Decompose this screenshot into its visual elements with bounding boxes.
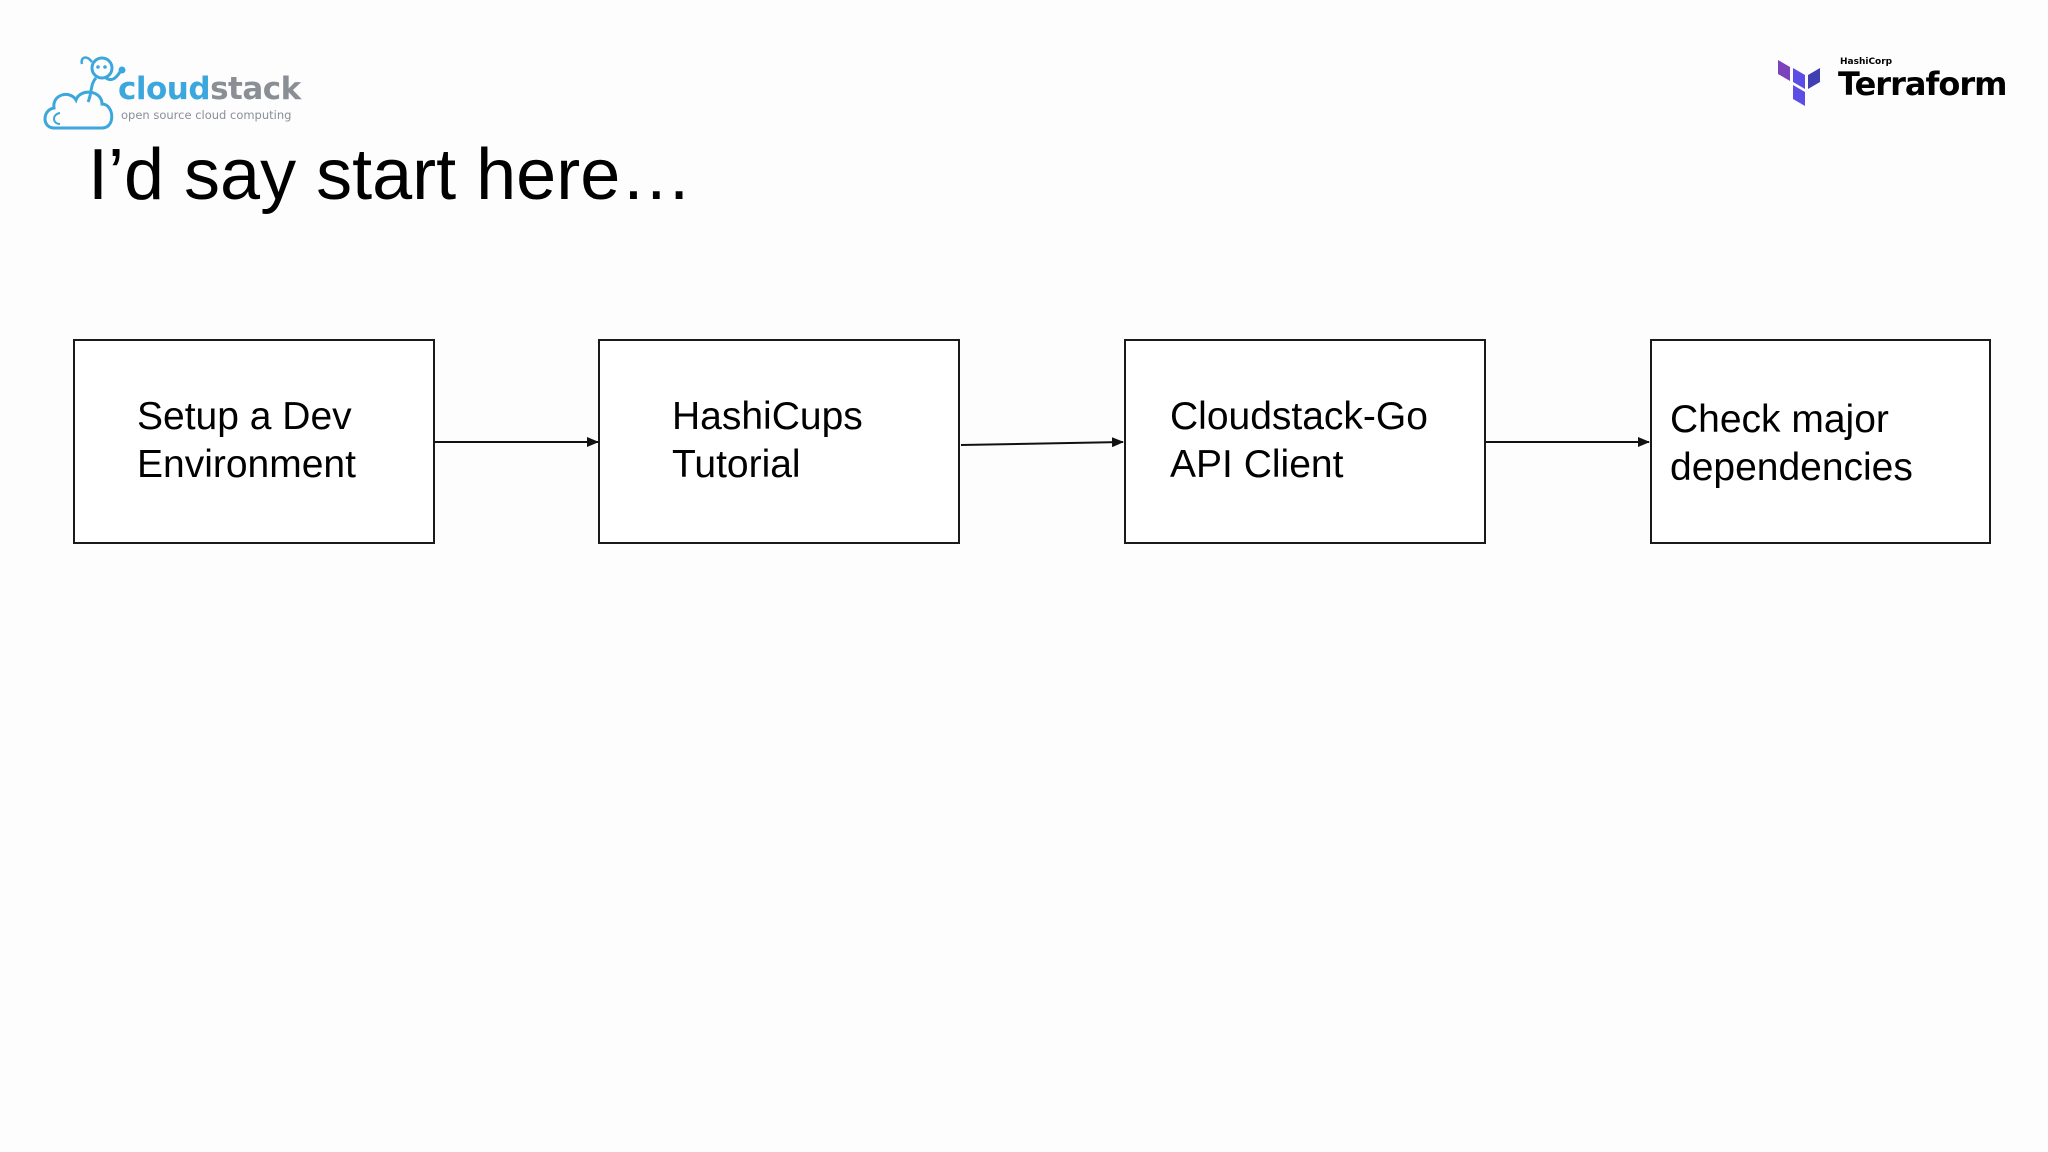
flow-step-hashicups-tutorial: HashiCups Tutorial bbox=[598, 339, 960, 544]
terraform-icon bbox=[1778, 60, 1820, 106]
arrow-2-3 bbox=[960, 437, 1124, 448]
terraform-wordmark: Terraform bbox=[1838, 65, 2007, 103]
cloudstack-tagline: open source cloud computing bbox=[121, 108, 292, 122]
flow-step-line: Check major bbox=[1670, 398, 1889, 441]
cloudstack-logo: cloudstack open source cloud computing bbox=[40, 48, 301, 138]
cloudstack-wordmark: cloudstack bbox=[118, 74, 301, 105]
terraform-logo: HashiCorp Terraform bbox=[1776, 56, 2007, 114]
flow-step-line: HashiCups bbox=[672, 395, 863, 438]
cloudstack-wordmark-part2: stack bbox=[210, 71, 301, 107]
flow-step-line: dependencies bbox=[1670, 446, 1913, 489]
flow-step-line: Setup a Dev bbox=[137, 395, 352, 438]
flow-step-line: Cloudstack-Go bbox=[1170, 395, 1428, 438]
flow-step-cloudstack-go-client: Cloudstack-Go API Client bbox=[1124, 339, 1486, 544]
cloud-monkey-icon bbox=[43, 56, 126, 130]
flow-step-label: Cloudstack-Go API Client bbox=[1170, 393, 1428, 489]
flow-step-label: HashiCups Tutorial bbox=[672, 393, 863, 489]
flow-step-check-dependencies: Check major dependencies bbox=[1650, 339, 1991, 544]
flow-step-label: Check major dependencies bbox=[1670, 396, 1913, 492]
cloudstack-wordmark-part1: cloud bbox=[118, 71, 211, 107]
flow-step-line: Environment bbox=[137, 443, 356, 486]
flow-step-line: Tutorial bbox=[672, 443, 801, 486]
terraform-vendor: HashiCorp bbox=[1840, 57, 1893, 67]
flow-step-label: Setup a Dev Environment bbox=[137, 393, 356, 489]
flow-step-line: API Client bbox=[1170, 443, 1344, 486]
flow-step-dev-environment: Setup a Dev Environment bbox=[73, 339, 435, 544]
slide-title: I’d say start here… bbox=[88, 135, 693, 215]
